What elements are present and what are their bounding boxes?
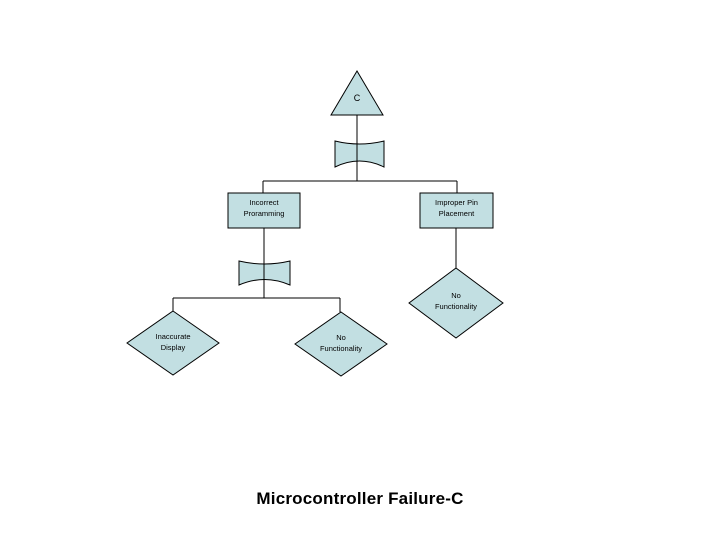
- label-no-functionality-right: No Functionality: [409, 290, 503, 312]
- diamond-inaccurate-display: [126, 310, 220, 376]
- label-line: No: [451, 291, 461, 300]
- diagram-title: Microcontroller Failure-C: [256, 489, 464, 508]
- label-inaccurate-display: Inaccurate Display: [127, 331, 219, 353]
- label-improper-pin-placement: Improper Pin Placement: [420, 197, 493, 219]
- label-line: Incorrect: [249, 198, 279, 207]
- label-incorrect-programming: Incorrect Proramming: [228, 197, 300, 219]
- label-line: Display: [160, 343, 186, 352]
- shape-layer: [126, 70, 504, 377]
- connector-lines: [172, 115, 458, 312]
- label-line: Improper Pin: [435, 198, 478, 207]
- label-line: Functionality: [434, 302, 478, 311]
- label-no-functionality-mid: No Functionality: [295, 332, 387, 354]
- label-line: Placement: [438, 209, 475, 218]
- label-line: Functionality: [319, 344, 363, 353]
- label-line: Proramming: [243, 209, 285, 218]
- gate-shape-top: [334, 140, 385, 168]
- label-line: No: [336, 333, 346, 342]
- transfer-triangle-label: C: [353, 93, 361, 103]
- diamond-no-functionality-right: [408, 267, 504, 339]
- event-box-improper-pin-placement: [419, 192, 494, 229]
- event-box-incorrect-programming: [227, 192, 301, 229]
- label-line: Inaccurate: [155, 332, 191, 341]
- diamond-no-functionality-mid: [294, 311, 388, 377]
